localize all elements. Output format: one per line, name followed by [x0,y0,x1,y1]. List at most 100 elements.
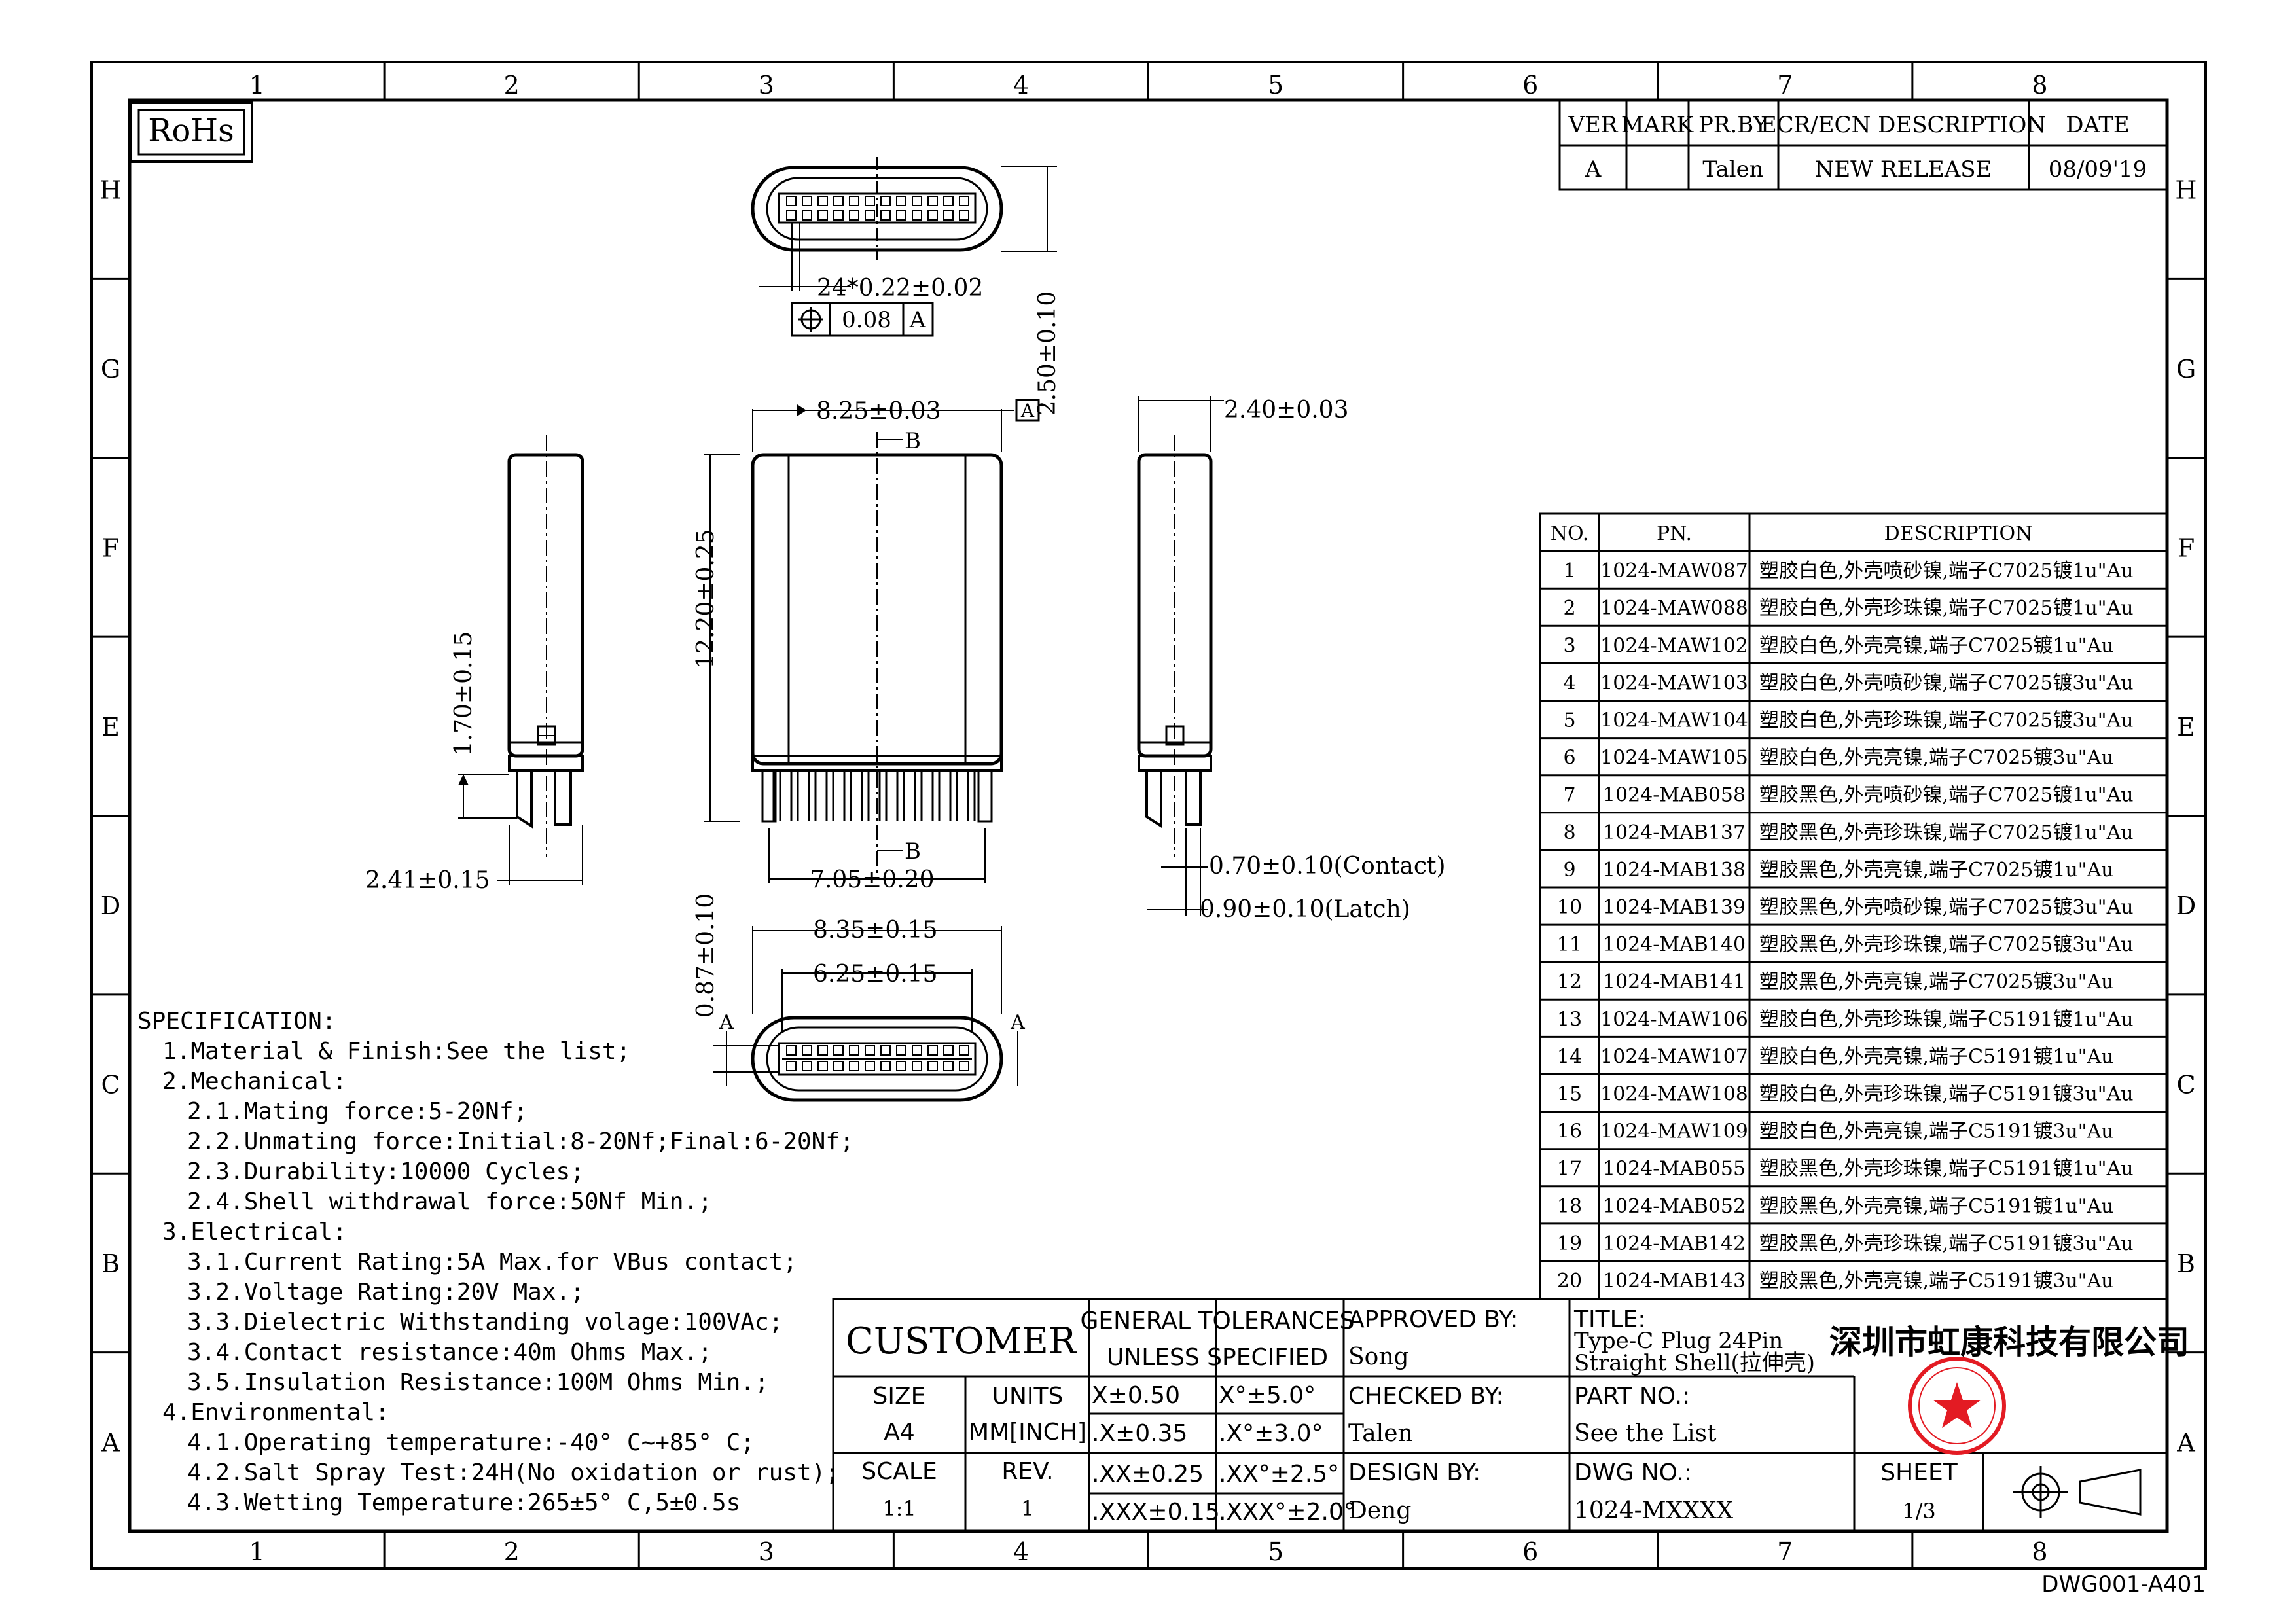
contact-pin [817,1045,828,1056]
rev-label: REV. [1001,1458,1053,1485]
contact-pin [865,1061,875,1071]
zone-row-left: A [101,1428,120,1457]
rev-header-date: DATE [2066,112,2129,138]
contact-pin [786,1061,797,1071]
contact-pin [833,196,844,206]
zone-col-bottom: 4 [1013,1537,1029,1566]
zone-row-right: G [2176,355,2196,383]
scale-value: 1:1 [882,1496,916,1521]
zone-row-right: C [2176,1071,2195,1099]
part-description: 塑胶白色,外壳珍珠镍,端子C5191镀3u"Au [1759,1083,2134,1106]
contact-pin [849,210,859,221]
part-description: 塑胶白色,外壳亮镍,端子C7025镀1u"Au [1759,634,2114,657]
zone-row-right: F [2178,533,2195,562]
part-no: 17 [1557,1158,1582,1181]
part-description: 塑胶黑色,外壳珍珠镍,端子C5191镀1u"Au [1759,1158,2134,1181]
approved-label: APPROVED BY: [1348,1306,1518,1333]
contact-pin [802,1061,812,1071]
section-a-right: A [1010,1011,1025,1034]
part-description: 塑胶白色,外壳珍珠镍,端子C7025镀1u"Au [1759,597,2134,620]
pos-tol-value: 0.08 [842,307,891,333]
spec-line: 2.3.Durability:10000 Cycles; [187,1158,584,1185]
part-value: See the List [1574,1420,1717,1447]
part-description: 塑胶黑色,外壳喷砂镍,端子C7025镀1u"Au [1759,784,2134,807]
latch-leg [761,769,777,823]
parts-header: PN. [1657,522,1692,545]
side-view-right [1137,396,1224,916]
dim-side-h: 1.70±0.15 [450,632,477,756]
contact-pin [912,196,922,206]
part-pn: 1024-MAB140 [1603,933,1746,956]
contact-pin [865,196,875,206]
contact-pin [927,1045,938,1056]
part-pn: 1024-MAB143 [1603,1270,1746,1293]
dim-inner-w: 6.25±0.15 [813,961,937,988]
contact-pin [849,1061,859,1071]
part-no: 16 [1557,1120,1582,1143]
checked-value: Talen [1348,1420,1413,1447]
part-no: 11 [1557,933,1582,956]
zone-row-left: E [101,713,120,741]
part-pn: 1024-MAW108 [1600,1083,1748,1106]
zone-col-top: 1 [249,71,264,99]
contact-pin [786,210,797,221]
zone-row-left: B [101,1249,120,1278]
tol-x1-ang: .X°±3.0° [1219,1420,1323,1447]
dim-datum-a: A [1020,400,1035,421]
part-description: 塑胶白色,外壳亮镍,端子C5191镀3u"Au [1759,1120,2114,1143]
part-pn: 1024-MAB052 [1603,1195,1746,1218]
title-label: TITLE: [1573,1306,1646,1333]
contact-pin [943,196,954,206]
spec-line: 3.Electrical: [162,1219,347,1245]
zone-col-top: 3 [759,71,774,99]
part-pn: 1024-MAW107 [1600,1045,1748,1068]
rev-ver: A [1585,156,1602,183]
zone-col-bottom: 1 [249,1537,264,1566]
units-value: MM[INCH] [969,1419,1086,1446]
part-no: 20 [1557,1270,1582,1293]
part-pn: 1024-MAW102 [1600,634,1748,657]
contact-pin [817,1061,828,1071]
contact-pin [927,1061,938,1071]
part-description: 塑胶白色,外壳珍珠镍,端子C5191镀1u"Au [1759,1008,2134,1031]
contact-pin [849,196,859,206]
dim-outer-w: 8.35±0.15 [813,917,937,944]
approved-value: Song [1348,1344,1409,1370]
dim-height: 2.50±0.10 [1034,291,1061,416]
spec-line: 2.1.Mating force:5-20Nf; [187,1098,528,1125]
part-no: 3 [1563,634,1575,657]
zone-row-left: D [101,891,120,920]
part-no: 5 [1563,709,1575,732]
part-description: 塑胶黑色,外壳珍珠镍,端子C7025镀3u"Au [1759,933,2134,956]
contact-pin [896,1061,906,1071]
tol-x1: .X±0.35 [1092,1420,1187,1447]
zone-row-left: F [102,533,119,562]
contact-pin [943,210,954,221]
spec-line: 3.4.Contact resistance:40m Ohms Max.; [187,1339,712,1366]
section-view-a [713,926,1018,1102]
spec-line: 3.5.Insulation Resistance:100M Ohms Min.… [187,1369,769,1396]
contact-pin [959,1045,969,1056]
units-label: UNITS [992,1383,1064,1410]
rev-header-prby: PR.BY [1698,112,1768,138]
part-pn: 1024-MAB138 [1603,859,1746,882]
part-description: 塑胶黑色,外壳亮镍,端子C7025镀3u"Au [1759,971,2114,993]
contact-pin [896,1045,906,1056]
section-b-top: B [905,428,921,454]
dim-width: 8.25±0.03 [816,398,941,425]
part-description: 塑胶黑色,外壳亮镍,端子C7025镀1u"Au [1759,859,2114,882]
part-no: 8 [1563,821,1575,844]
part-description: 塑胶黑色,外壳喷砂镍,端子C7025镀3u"Au [1759,896,2134,919]
dim-pitch: 24*0.22±0.02 [817,275,983,302]
contact-pin [833,210,844,221]
contact-pin [912,1045,922,1056]
parts-header: NO. [1551,522,1589,545]
rev-header-ecr: ECR/ECN DESCRIPTION [1761,112,2046,138]
